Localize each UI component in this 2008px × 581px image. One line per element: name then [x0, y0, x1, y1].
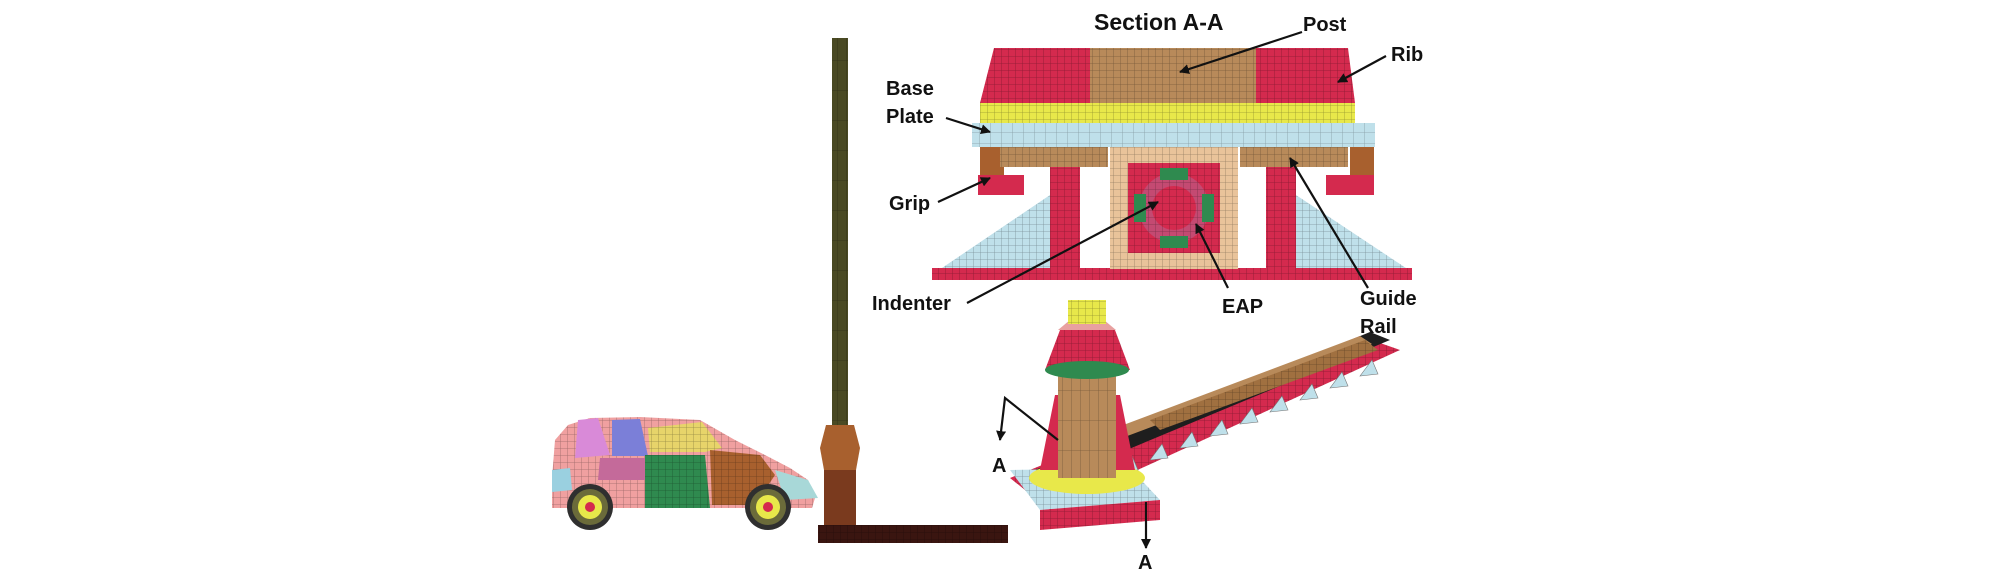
grip-part — [978, 147, 1374, 195]
guide-rail-label-line1: Guide — [1360, 288, 1417, 310]
grip-label: Grip — [889, 193, 930, 215]
base-plate-part — [972, 123, 1375, 147]
indenter-part — [1152, 186, 1196, 230]
rib-label: Rib — [1391, 44, 1423, 66]
annotation-leaders — [937, 30, 1387, 549]
section-view — [932, 48, 1412, 280]
section-title: Section A-A — [1094, 9, 1224, 35]
indenter-label: Indenter — [872, 293, 951, 315]
car-model — [552, 417, 818, 530]
base-plate-label-line1: Base — [886, 78, 934, 100]
pole-side-view — [818, 38, 1008, 543]
base-plate-label-line2: Plate — [886, 106, 934, 128]
post-label: Post — [1303, 14, 1347, 36]
isometric-view — [1010, 300, 1400, 530]
guide-rail-part — [936, 195, 1412, 272]
car-rear-wheel — [567, 484, 613, 530]
section-mark-top: A — [992, 455, 1006, 477]
section-mark-bottom: A — [1138, 552, 1152, 574]
car-front-wheel — [745, 484, 791, 530]
guide-rail-label-line2: Rail — [1360, 316, 1397, 338]
eap-label: EAP — [1222, 296, 1263, 318]
